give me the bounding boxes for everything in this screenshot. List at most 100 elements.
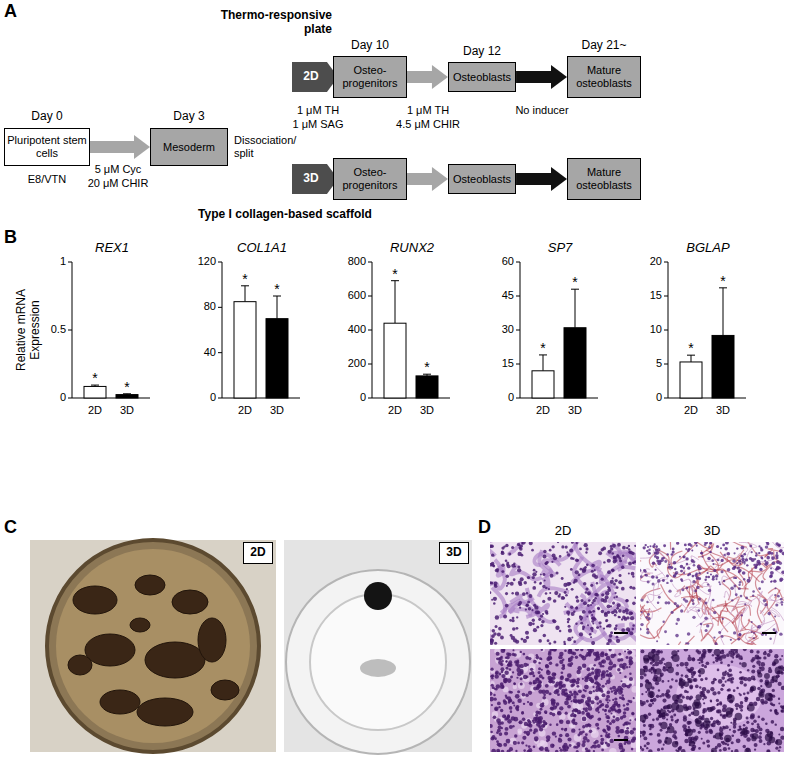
cell-dot bbox=[749, 545, 752, 548]
cell-dot bbox=[709, 542, 712, 544]
cell-dot bbox=[626, 599, 629, 602]
cell-dot bbox=[544, 579, 546, 581]
cell-dot bbox=[553, 599, 557, 603]
bar-charts bbox=[68, 262, 746, 398]
cell-dot bbox=[498, 721, 502, 725]
cell-dot bbox=[598, 662, 602, 666]
cell-dot bbox=[692, 560, 695, 563]
cell-dot bbox=[740, 555, 742, 557]
cell-dot bbox=[534, 581, 536, 583]
tissue-strand bbox=[539, 588, 570, 597]
cell-dot bbox=[505, 667, 508, 670]
cell-dot bbox=[629, 717, 634, 722]
cell-dot bbox=[510, 634, 513, 637]
cell-dot bbox=[754, 566, 757, 569]
cell-dot bbox=[761, 580, 764, 583]
cell-dot bbox=[567, 705, 571, 709]
cell-dot bbox=[621, 628, 625, 632]
cell-dot bbox=[721, 570, 724, 573]
cell-dot bbox=[660, 558, 663, 561]
cell-dot bbox=[780, 601, 783, 604]
cell-dot bbox=[507, 564, 511, 568]
tissue-sheet bbox=[73, 586, 117, 614]
scale-bar bbox=[614, 739, 628, 741]
cell-dot bbox=[545, 592, 548, 595]
tissue-strand bbox=[555, 542, 577, 560]
cell-dot bbox=[567, 673, 572, 678]
cell-dot bbox=[497, 632, 501, 636]
tissue-strand bbox=[728, 561, 759, 582]
cell-dot bbox=[513, 682, 515, 684]
cell-dot bbox=[778, 544, 780, 546]
tick-mark bbox=[68, 330, 72, 331]
cell-dot bbox=[542, 554, 546, 558]
cell-dot bbox=[536, 626, 539, 629]
cell-dot bbox=[502, 686, 505, 689]
cell-dot bbox=[559, 720, 563, 724]
cell-dot bbox=[698, 731, 701, 734]
cell-dot bbox=[567, 621, 569, 623]
cell-dot bbox=[582, 743, 586, 747]
cell-dot bbox=[589, 730, 593, 734]
cell-dot bbox=[743, 745, 746, 748]
cell-dot bbox=[612, 686, 616, 690]
cell-dot bbox=[603, 627, 605, 629]
cell-dot bbox=[644, 744, 647, 747]
cell-dot bbox=[753, 632, 755, 634]
cell-dot bbox=[571, 612, 575, 616]
cell-dot bbox=[631, 552, 634, 555]
cell-dot bbox=[555, 626, 559, 630]
cell-dot bbox=[500, 682, 504, 686]
cell-dot bbox=[719, 703, 722, 706]
cell-dot bbox=[734, 566, 736, 568]
cell-dot bbox=[609, 739, 613, 743]
cell-dot bbox=[605, 698, 609, 702]
cell-dot bbox=[779, 579, 782, 582]
cell-dot bbox=[582, 717, 587, 722]
tissue-strand bbox=[757, 598, 780, 617]
cell-dot bbox=[663, 544, 666, 547]
cell-dot bbox=[501, 550, 504, 553]
cell-dot bbox=[528, 691, 532, 695]
tissue-sheet bbox=[100, 690, 140, 714]
cell-dot bbox=[513, 685, 517, 689]
cell-dot bbox=[497, 702, 501, 706]
tissue-strand bbox=[495, 560, 504, 576]
cell-dot bbox=[530, 686, 536, 692]
cell-dot bbox=[572, 710, 575, 713]
cell-dot bbox=[543, 634, 547, 638]
cell-dot bbox=[491, 562, 495, 566]
cell-dot bbox=[772, 689, 775, 692]
cell-dot bbox=[720, 547, 722, 549]
cell-dot bbox=[688, 726, 690, 728]
cell-dot bbox=[615, 592, 617, 594]
cell-dot bbox=[549, 712, 552, 715]
cell-dot bbox=[561, 545, 564, 548]
cell-dot bbox=[618, 743, 622, 747]
cell-dot bbox=[516, 616, 518, 618]
cell-dot bbox=[712, 578, 715, 581]
cell-dot bbox=[494, 642, 497, 645]
cell-dot bbox=[685, 557, 688, 560]
cell-dot bbox=[627, 685, 631, 689]
cell-dot bbox=[602, 693, 606, 697]
cell-dot bbox=[688, 714, 691, 717]
cell-dot bbox=[602, 728, 605, 731]
tissue-strand bbox=[640, 561, 641, 585]
bar-chart bbox=[68, 262, 150, 398]
cell-dot bbox=[515, 750, 517, 752]
cell-dot bbox=[699, 686, 701, 688]
cell-dot bbox=[532, 586, 536, 590]
tissue-strand bbox=[746, 620, 775, 643]
cell-dot bbox=[764, 603, 767, 606]
cell-dot bbox=[675, 571, 679, 575]
cell-dot bbox=[567, 746, 570, 749]
cell-dot bbox=[556, 723, 559, 726]
cell-dot bbox=[610, 654, 615, 659]
cell-dot bbox=[511, 592, 513, 594]
tissue-strand bbox=[689, 580, 711, 595]
cell-dot bbox=[675, 623, 677, 625]
cell-dot bbox=[586, 703, 589, 706]
cell-dot bbox=[779, 562, 782, 565]
cell-dot bbox=[735, 593, 738, 596]
